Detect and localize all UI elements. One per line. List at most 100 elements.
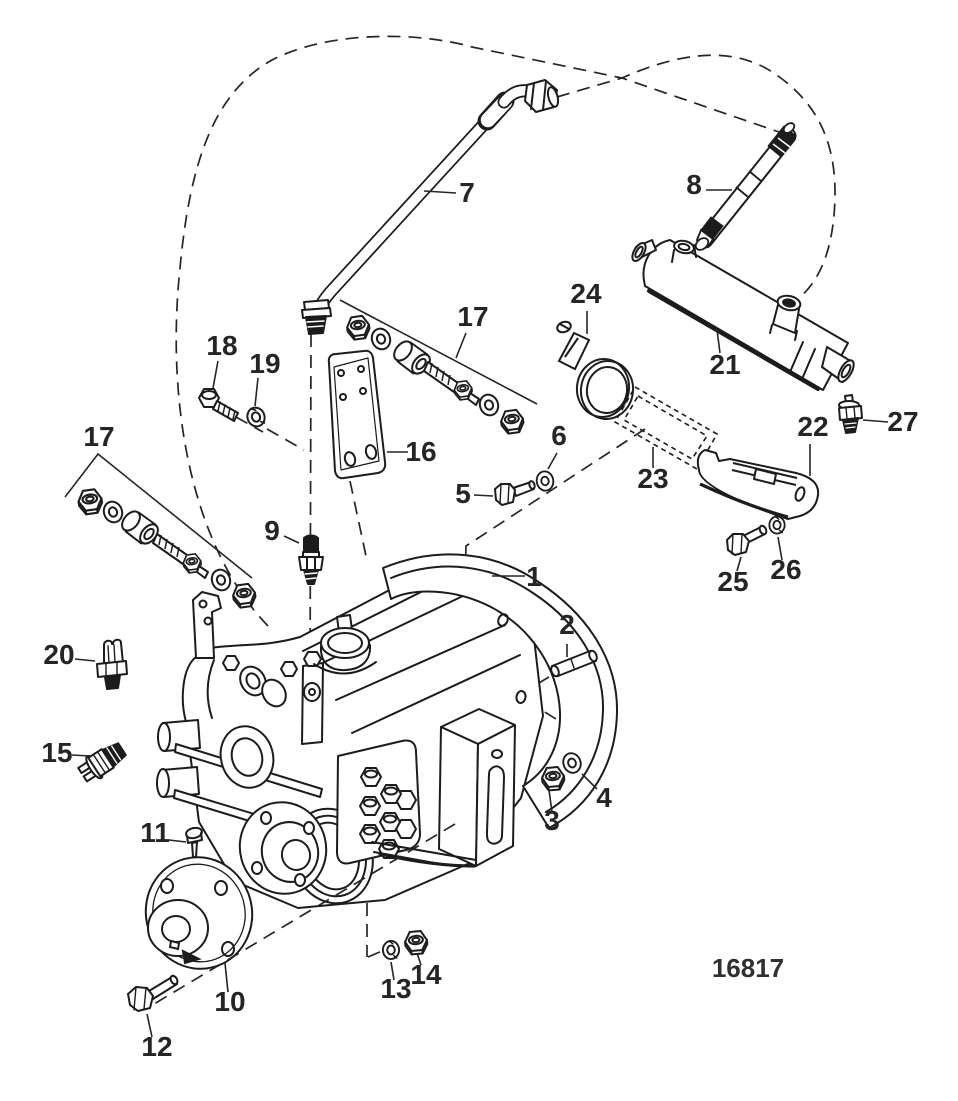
callout-leader-13-12 bbox=[390, 961, 395, 981]
assembly-dash-fitting9 bbox=[309, 333, 312, 689]
callout-leader-21-21 bbox=[716, 329, 721, 354]
oil-cooler bbox=[631, 239, 855, 391]
assembly-dash-coupler bbox=[148, 823, 456, 1008]
assembly-dash-bolt18 bbox=[235, 416, 264, 433]
hardware-kit-left bbox=[76, 487, 258, 610]
hardware-kit-upper bbox=[344, 314, 526, 436]
washer-6 bbox=[534, 469, 556, 493]
coupler-arrow bbox=[181, 949, 202, 965]
plate-tab bbox=[753, 468, 777, 485]
callout-leader-25-25 bbox=[736, 556, 742, 572]
callout-label-18-18: 18 bbox=[206, 330, 237, 361]
coupler-bore bbox=[161, 915, 191, 943]
callout-leader-14-13 bbox=[416, 952, 422, 966]
sensor-15 bbox=[77, 742, 127, 783]
callout-label-7-6: 7 bbox=[459, 177, 475, 208]
coupler-keyway bbox=[168, 939, 181, 951]
plate-shadow bbox=[699, 482, 789, 519]
lockwasher-13 bbox=[381, 940, 401, 960]
mounting-plate-bracket bbox=[327, 349, 387, 480]
callout-leader-4-3 bbox=[581, 773, 598, 790]
kit-left-nut-1 bbox=[76, 487, 105, 517]
transmission-housing bbox=[156, 553, 619, 909]
callout-leader-15-14 bbox=[71, 754, 91, 757]
plate-hole bbox=[794, 486, 806, 502]
drive-coupler bbox=[144, 856, 254, 970]
hose-nut-face bbox=[546, 86, 560, 108]
callout-leader-27-27 bbox=[862, 419, 889, 423]
callout-label-26-26: 26 bbox=[770, 554, 801, 585]
callout-label-8-7: 8 bbox=[686, 169, 702, 200]
center-link bbox=[301, 662, 324, 745]
callout-label-3-2: 3 bbox=[544, 805, 560, 836]
fasteners bbox=[77, 388, 863, 1012]
bell-hole-lower bbox=[515, 690, 527, 704]
flange-hole-2 bbox=[294, 873, 306, 887]
routing-dash-lines bbox=[175, 35, 836, 958]
center-link-hex bbox=[303, 651, 322, 667]
callout-label-1-0: 1 bbox=[526, 561, 542, 592]
hose-male-threads bbox=[305, 315, 327, 335]
callout-label-23-23: 23 bbox=[637, 463, 668, 494]
stud-2 bbox=[550, 649, 598, 678]
callout-bracket-17-17 bbox=[339, 299, 538, 405]
flange-hole-1 bbox=[303, 821, 315, 835]
routing-dash-left-loop bbox=[175, 35, 780, 627]
callout-leader-18-18 bbox=[212, 360, 219, 389]
bolt-25 bbox=[726, 524, 768, 556]
housing-ridge-lines bbox=[206, 577, 521, 734]
kit-upper-stud bbox=[423, 361, 480, 406]
arm-hole-2 bbox=[203, 616, 213, 626]
fitting-boss-hole bbox=[308, 688, 316, 696]
callout-label-17-16: 17 bbox=[83, 421, 114, 452]
pipe-upper-end bbox=[157, 722, 171, 752]
hex-plugs bbox=[359, 767, 417, 859]
callout-label-15-14: 15 bbox=[41, 737, 72, 768]
callout-label-25-25: 25 bbox=[717, 566, 748, 597]
kit-upper-nut-2 bbox=[498, 408, 526, 436]
cooler-body bbox=[642, 239, 849, 391]
tube-seam-2 bbox=[735, 186, 749, 198]
callout-label-5-4: 5 bbox=[455, 478, 471, 509]
tube-seam-1 bbox=[748, 170, 762, 182]
screw-11 bbox=[185, 826, 203, 858]
oil-tube bbox=[694, 122, 797, 251]
kit-upper-washer-1 bbox=[367, 325, 395, 353]
mount-bracket-slot bbox=[486, 765, 505, 845]
top-boss-1 bbox=[239, 665, 267, 697]
callout-leader-6-5 bbox=[547, 452, 558, 470]
output-flange-hub bbox=[280, 839, 312, 871]
callout-label-4-3: 4 bbox=[596, 782, 612, 813]
arm-hole-1 bbox=[198, 599, 208, 609]
callout-leader-12-11 bbox=[146, 1013, 153, 1038]
mount-bracket-front bbox=[438, 726, 479, 867]
callout-label-22-22: 22 bbox=[797, 411, 828, 442]
callout-leader-9-8 bbox=[283, 535, 300, 544]
mount-rail-shadow bbox=[378, 852, 476, 868]
sensor-20 bbox=[96, 638, 128, 690]
callout-label-20-20: 20 bbox=[43, 639, 74, 670]
kit-left-washer-2 bbox=[207, 566, 235, 594]
lockwasher-19 bbox=[243, 404, 269, 430]
callout-leader-26-26 bbox=[777, 536, 783, 561]
fitting-27 bbox=[838, 394, 863, 434]
bolt-12 bbox=[127, 974, 179, 1012]
top-hex-1 bbox=[222, 655, 240, 671]
pipe-lower-end bbox=[156, 768, 170, 798]
callout-leader-11-10 bbox=[168, 839, 187, 843]
clamp-band bbox=[579, 360, 635, 420]
callout-label-14-13: 14 bbox=[410, 959, 442, 990]
drawing-number: 16817 bbox=[712, 953, 784, 983]
cover-plate bbox=[696, 449, 820, 520]
callout-leader-10-9 bbox=[224, 962, 229, 993]
clamp-screw-housing bbox=[557, 331, 591, 371]
kit-left-washer-1 bbox=[99, 498, 127, 526]
mount-bracket-side bbox=[475, 724, 516, 867]
callout-label-11-10: 11 bbox=[140, 817, 170, 848]
fitting-boss bbox=[303, 682, 321, 702]
tube-top-cap bbox=[782, 122, 796, 134]
top-boss-1i bbox=[245, 672, 261, 690]
oil-hose bbox=[301, 79, 560, 335]
